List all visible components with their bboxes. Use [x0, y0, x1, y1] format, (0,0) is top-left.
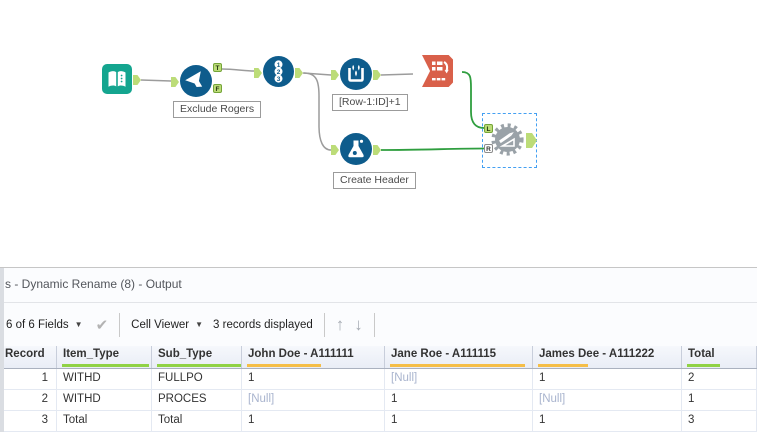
tool-annotation[interactable]: Create Header	[333, 172, 416, 189]
tool-annotation[interactable]: [Row-1:ID]+1	[332, 94, 408, 111]
output-anchor[interactable]	[133, 75, 141, 85]
multi-row-formula-icon	[348, 65, 364, 82]
records-displayed-label: 3 records displayed	[213, 318, 313, 331]
open-book-icon	[108, 71, 126, 87]
column-quality-bar	[157, 364, 241, 367]
input-data-tool[interactable]	[102, 64, 141, 94]
column-quality-bar	[538, 364, 589, 367]
input-anchor[interactable]	[331, 145, 339, 155]
table-cell[interactable]: 1	[682, 390, 757, 410]
up-arrow-icon[interactable]: ↑	[335, 315, 345, 334]
pane-edge-strip	[0, 268, 4, 432]
column-header[interactable]: Total	[682, 346, 757, 368]
checkmark-icon[interactable]: ✔	[95, 316, 109, 334]
svg-text:2: 2	[277, 69, 281, 76]
table-cell[interactable]: Total	[152, 411, 242, 431]
table-cell[interactable]: FULLPO	[152, 369, 242, 389]
table-cell[interactable]: 1	[385, 390, 533, 410]
column-quality-bar	[62, 364, 150, 367]
table-cell[interactable]: [Null]	[533, 390, 682, 410]
multi-row-formula-tool[interactable]	[331, 58, 381, 90]
wire-formula-to-macro-right[interactable]	[380, 147, 485, 151]
wire-multirow-to-rename[interactable]	[380, 73, 414, 76]
right-input-anchor[interactable]: R	[484, 144, 493, 153]
column-header[interactable]: Record	[4, 346, 57, 368]
input-anchor[interactable]	[254, 68, 262, 78]
fields-dropdown[interactable]: 6 of 6 Fields	[6, 318, 69, 331]
table-cell[interactable]: Total	[57, 411, 152, 431]
svg-text:1: 1	[277, 62, 281, 69]
table-cell[interactable]: [Null]	[385, 369, 533, 389]
cell-viewer-dropdown[interactable]: Cell Viewer	[131, 318, 190, 331]
connection-wires	[140, 68, 485, 151]
record-id-tool[interactable]: 1 2 3	[254, 56, 303, 87]
input-anchor[interactable]	[171, 77, 179, 87]
column-header[interactable]: Item_Type	[57, 346, 152, 368]
output-anchor[interactable]	[295, 68, 303, 78]
input-anchor[interactable]	[331, 70, 339, 80]
formula-flask-icon	[348, 139, 364, 158]
wire-recordid-to-formula[interactable]	[303, 72, 332, 151]
table-cell[interactable]: 3	[682, 411, 757, 431]
chevron-down-icon[interactable]: ▼	[195, 320, 204, 329]
wire-rename-to-macro-left[interactable]	[461, 71, 485, 129]
true-output-anchor[interactable]: T	[213, 63, 222, 72]
table-cell[interactable]: PROCES	[152, 390, 242, 410]
macro-gear-icon	[491, 123, 524, 156]
table-cell[interactable]: 3	[4, 411, 57, 431]
table-cell[interactable]: WITHD	[57, 369, 152, 389]
column-header[interactable]: Jane Roe - A111115	[385, 346, 533, 368]
column-header[interactable]: John Doe - A111111	[242, 346, 385, 368]
column-header[interactable]: James Dee - A111222	[533, 346, 682, 368]
results-title: s - Dynamic Rename (8) - Output	[5, 277, 182, 291]
tool-annotation[interactable]: Exclude Rogers	[173, 101, 262, 118]
toolbar-separator	[373, 312, 375, 337]
record-id-123-icon: 1 2 3	[274, 60, 283, 83]
dynamic-rename-tool[interactable]	[422, 55, 453, 87]
down-arrow-icon[interactable]: ↓	[354, 315, 363, 334]
dynamic-rename-icon	[432, 61, 449, 81]
table-cell[interactable]: WITHD	[57, 390, 152, 410]
table-cell[interactable]: 1	[533, 369, 682, 389]
macro-tool[interactable]	[489, 121, 526, 158]
table-cell[interactable]: 1	[242, 411, 385, 431]
column-header[interactable]: Sub_Type	[152, 346, 242, 368]
wire-filter-true-to-recordid[interactable]	[221, 68, 255, 72]
formula-tool[interactable]	[331, 133, 381, 165]
table-cell[interactable]: 1	[533, 411, 682, 431]
wire-input-to-filter[interactable]	[140, 79, 172, 82]
filter-tool[interactable]: T F	[171, 63, 222, 97]
table-cell[interactable]: [Null]	[242, 390, 385, 410]
column-quality-bar	[390, 364, 526, 367]
toolbar-separator	[119, 312, 121, 337]
table-cell[interactable]: 2	[4, 390, 57, 410]
false-output-anchor[interactable]: F	[213, 84, 222, 93]
svg-text:3: 3	[277, 76, 281, 83]
left-input-anchor[interactable]: L	[484, 124, 493, 133]
results-pane: s - Dynamic Rename (8) - Output 6 of 6 F…	[0, 267, 757, 432]
output-anchor[interactable]	[526, 133, 537, 148]
filter-funnel-icon	[185, 71, 203, 88]
results-titlebar: s - Dynamic Rename (8) - Output	[4, 268, 757, 303]
toolbar-separator	[323, 312, 325, 337]
table-cell[interactable]: 1	[242, 369, 385, 389]
results-toolbar: 6 of 6 Fields ▼ ✔ Cell Viewer ▼ 3 record…	[4, 304, 757, 345]
table-cell[interactable]: 1	[4, 369, 57, 389]
column-quality-bar	[247, 364, 321, 367]
output-anchor[interactable]	[373, 70, 381, 80]
column-quality-bar	[687, 364, 721, 367]
workflow-canvas[interactable]: T F Exclude Rogers 1 2 3	[0, 0, 757, 267]
table-cell[interactable]: 1	[385, 411, 533, 431]
chevron-down-icon[interactable]: ▼	[74, 320, 83, 329]
table-cell[interactable]: 2	[682, 369, 757, 389]
output-anchor[interactable]	[373, 145, 381, 155]
